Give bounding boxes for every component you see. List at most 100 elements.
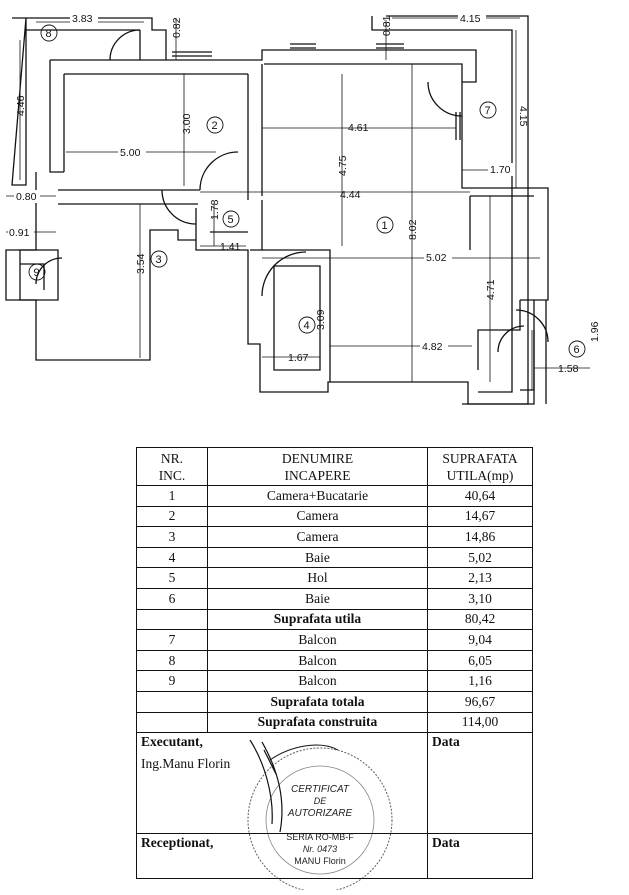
dim-label: 3.83 xyxy=(72,13,93,25)
cell-area: 80,42 xyxy=(427,608,533,631)
executant-name: Ing.Manu Florin xyxy=(141,756,231,772)
room-marker-1: 1 xyxy=(382,220,388,232)
cell-name: Baie xyxy=(207,587,428,610)
cell-area: 9,04 xyxy=(427,629,533,651)
cell-area: 40,64 xyxy=(427,485,533,507)
dim-label: 3.00 xyxy=(181,113,193,134)
dim-label: 0.91 xyxy=(9,227,30,239)
floor-plan: 3.83 0.82 4.15 0.81 4.15 4.46 3.00 4.61 … xyxy=(5,12,601,405)
dim-label: 1.78 xyxy=(209,199,221,220)
cell-nr: 1 xyxy=(136,485,208,507)
cell-name: Camera+Bucatarie xyxy=(207,485,428,507)
certification-stamp: CERTIFICAT DE AUTORIZARE SERIA RO-MB-F N… xyxy=(247,740,393,890)
cell-area: 1,16 xyxy=(427,670,533,692)
cell-name: Camera xyxy=(207,526,428,548)
receptionat-label: Receptionat, xyxy=(141,835,214,851)
cell-nr: 3 xyxy=(136,526,208,548)
cell-nr: 8 xyxy=(136,649,208,672)
dimension-labels: 3.83 0.82 4.15 0.81 4.15 4.46 3.00 4.61 … xyxy=(8,12,601,375)
stamp-line: CERTIFICAT xyxy=(291,784,350,795)
dim-label: 0.81 xyxy=(381,15,393,36)
data-cell-2: Data xyxy=(427,833,533,880)
stamp-line: MANU Florin xyxy=(294,856,346,866)
dim-label: 0.80 xyxy=(16,191,37,203)
room-marker-9: 9 xyxy=(34,267,40,279)
cell-nr: 7 xyxy=(136,629,208,651)
room-marker-2: 2 xyxy=(212,120,218,132)
dim-label: 4.15 xyxy=(517,106,529,127)
dim-label: 4.15 xyxy=(460,13,481,25)
walls xyxy=(5,15,549,405)
cell-area: 14,86 xyxy=(427,526,533,548)
dim-label: 1.67 xyxy=(288,352,309,364)
dim-label: 3.09 xyxy=(315,309,327,330)
stamp-line: AUTORIZARE xyxy=(287,808,353,819)
cell-area: 5,02 xyxy=(427,546,533,569)
data-label: Data xyxy=(432,734,460,750)
cell-nr: 9 xyxy=(136,670,208,692)
cell-nr: 4 xyxy=(136,546,208,569)
room-markers: 1 2 3 4 5 6 7 8 9 xyxy=(28,24,586,358)
dimension-lines xyxy=(6,17,590,390)
dim-label: 3.54 xyxy=(135,253,147,274)
receptionat-row: Receptionat, Data xyxy=(136,833,533,880)
cell-name: Balcon xyxy=(207,670,428,692)
executant-label: Executant, xyxy=(141,734,203,750)
room-marker-4: 4 xyxy=(304,320,310,332)
cell-name: Baie xyxy=(207,546,428,569)
cell-nr: 5 xyxy=(136,567,208,589)
cell-nr: 6 xyxy=(136,587,208,610)
stamp-line: DE xyxy=(314,796,327,806)
data-label: Data xyxy=(432,835,460,851)
dim-label: 4.46 xyxy=(15,95,27,116)
cell-area: 2,13 xyxy=(427,567,533,589)
cell-nr xyxy=(136,690,208,713)
dim-label: 1.70 xyxy=(490,164,511,176)
room-marker-6: 6 xyxy=(574,344,580,356)
dim-label: 0.82 xyxy=(171,17,183,38)
dim-label: 8.02 xyxy=(407,219,419,240)
dim-label: 1.58 xyxy=(558,363,579,375)
cell-area: 6,05 xyxy=(427,649,533,672)
cell-area: 3,10 xyxy=(427,587,533,610)
dim-label: 1.41 xyxy=(220,241,241,253)
room-marker-5: 5 xyxy=(228,214,234,226)
cell-nr xyxy=(136,711,208,734)
dim-label: 4.61 xyxy=(348,122,369,134)
room-marker-8: 8 xyxy=(46,28,52,40)
dim-label: 4.75 xyxy=(337,155,349,176)
cell-name: Camera xyxy=(207,505,428,528)
cell-area: 96,67 xyxy=(427,690,533,713)
cell-name: Hol xyxy=(207,567,428,589)
data-cell-1: Data xyxy=(427,732,533,835)
cell-nr xyxy=(136,608,208,631)
dim-label: 5.00 xyxy=(120,147,141,159)
cell-nr: 2 xyxy=(136,505,208,528)
cell-area: 114,00 xyxy=(427,711,533,734)
stamp-line: SERIA RO-MB-F xyxy=(286,832,354,842)
cell-name: Suprafata utila xyxy=(207,608,428,631)
dim-label: 4.44 xyxy=(340,189,361,201)
cell-name: Balcon xyxy=(207,649,428,672)
stamp-line: Nr. 0473 xyxy=(303,844,337,854)
dim-label: 1.96 xyxy=(589,321,601,342)
signature-mark xyxy=(249,740,283,833)
header-nr: NR.INC. xyxy=(136,447,208,486)
cell-area: 14,67 xyxy=(427,505,533,528)
dim-label: 4.82 xyxy=(422,341,443,353)
room-marker-3: 3 xyxy=(156,254,162,266)
room-marker-7: 7 xyxy=(485,105,491,117)
dim-label: 5.02 xyxy=(426,252,447,264)
cell-name: Balcon xyxy=(207,629,428,651)
